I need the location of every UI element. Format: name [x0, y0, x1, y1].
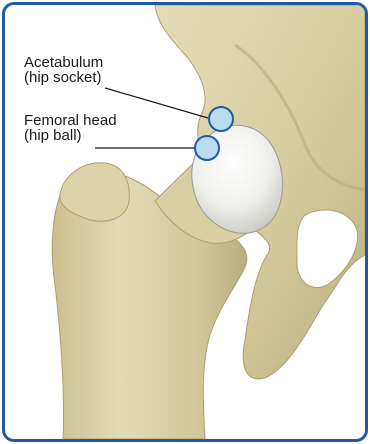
acetabulum-label-line1: Acetabulum	[24, 55, 103, 70]
acetabulum-leader-line	[105, 88, 208, 118]
femoral-head-label: Femoral head (hip ball)	[24, 113, 117, 143]
femoral-head-marker	[195, 136, 219, 160]
obturator-foramen	[297, 210, 358, 288]
femoral-head-label-line1: Femoral head	[24, 113, 117, 128]
acetabulum-label: Acetabulum (hip socket)	[24, 55, 103, 85]
acetabulum-label-line2: (hip socket)	[24, 70, 103, 85]
femoral-head-label-line2: (hip ball)	[24, 128, 117, 143]
acetabulum-marker	[209, 107, 233, 131]
